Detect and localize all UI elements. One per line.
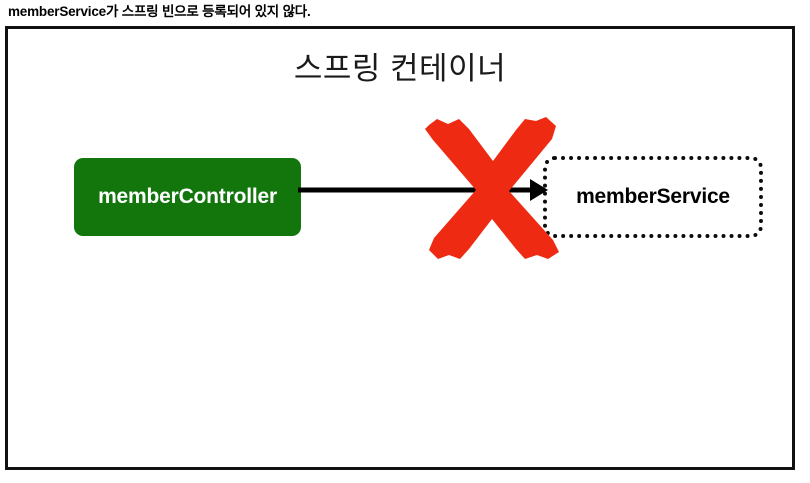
blocked-x-icon (425, 117, 559, 259)
bean-node-member-controller-label: memberController (98, 185, 277, 208)
bean-node-member-controller: memberController (74, 158, 301, 236)
spring-container-title: 스프링 컨테이너 (293, 51, 507, 86)
bean-node-member-service: memberService (543, 156, 763, 238)
spring-container-frame: 스프링 컨테이너 memberController memberService (5, 26, 795, 470)
figure-caption: memberService가 스프링 빈으로 등록되어 있지 않다. (8, 4, 311, 19)
bean-node-member-service-label: memberService (576, 185, 730, 208)
